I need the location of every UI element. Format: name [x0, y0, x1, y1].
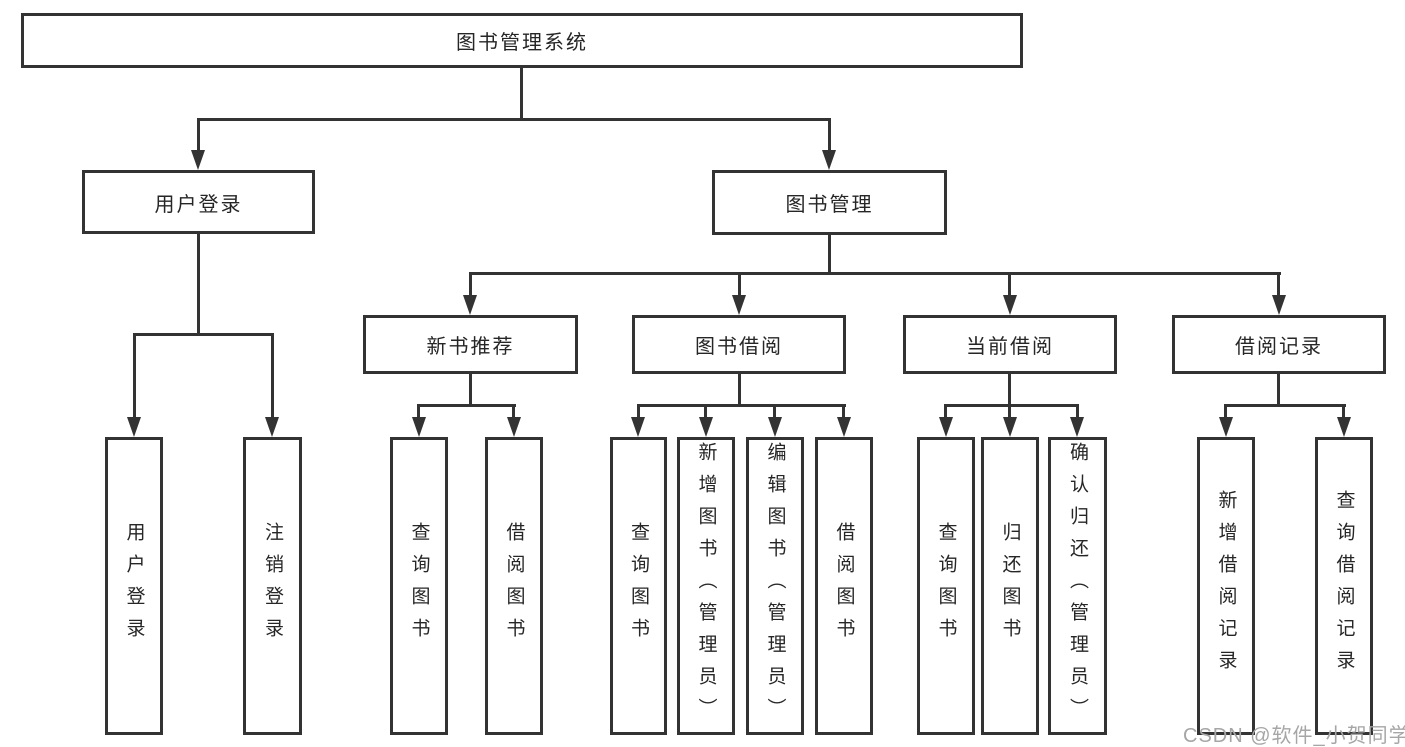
connector-line — [944, 406, 947, 419]
connector-line — [1076, 406, 1079, 419]
leaf-borrow-books: 借阅图书 — [815, 437, 873, 735]
leaf-query-books-recommend: 查询图书 — [390, 437, 448, 735]
arrow-down-icon — [939, 417, 953, 437]
csdn-watermark: CSDN @软件_小贺同学 — [1183, 725, 1405, 747]
arrow-down-icon — [768, 417, 782, 437]
node-new-book-recommendation: 新书推荐 — [363, 315, 578, 374]
connector-line — [1008, 406, 1011, 419]
connector-line — [417, 404, 516, 407]
arrow-down-icon — [191, 150, 205, 170]
arrow-down-icon — [631, 417, 645, 437]
arrow-down-icon — [822, 150, 836, 170]
arrow-down-icon — [127, 417, 141, 437]
arrow-down-icon — [265, 417, 279, 437]
connector-line — [1277, 274, 1280, 297]
leaf-query-books-current: 查询图书 — [917, 437, 975, 735]
arrow-down-icon — [1219, 417, 1233, 437]
arrow-down-icon — [412, 417, 426, 437]
leaf-borrow-books-recommend: 借阅图书 — [485, 437, 543, 735]
connector-line — [417, 406, 420, 419]
connector-line — [828, 120, 831, 152]
leaf-confirm-return-admin: 确认归还（管理员） — [1048, 437, 1107, 735]
arrow-down-icon — [1003, 417, 1017, 437]
connector-line — [1342, 406, 1345, 419]
arrow-down-icon — [1337, 417, 1351, 437]
arrow-down-icon — [837, 417, 851, 437]
connector-line — [1277, 374, 1280, 407]
arrow-down-icon — [1070, 417, 1084, 437]
connector-line — [738, 274, 741, 297]
connector-line — [637, 404, 846, 407]
connector-line — [704, 406, 707, 419]
connector-line — [842, 406, 845, 419]
leaf-logout: 注销登录 — [243, 437, 302, 735]
node-book-borrowing: 图书借阅 — [632, 315, 846, 374]
connector-line — [133, 333, 274, 336]
leaf-return-books: 归还图书 — [981, 437, 1039, 735]
connector-line — [1008, 374, 1011, 407]
arrow-down-icon — [463, 295, 477, 315]
connector-line — [1224, 406, 1227, 419]
node-current-borrowing: 当前借阅 — [903, 315, 1117, 374]
connector-line — [469, 274, 472, 297]
connector-line — [637, 406, 640, 419]
leaf-edit-book-admin: 编辑图书（管理员） — [746, 437, 804, 735]
connector-line — [773, 406, 776, 419]
node-book-management: 图书管理 — [712, 170, 947, 235]
leaf-query-borrow-record: 查询借阅记录 — [1315, 437, 1373, 735]
connector-line — [738, 374, 741, 407]
connector-line — [197, 118, 831, 121]
connector-line — [197, 234, 200, 336]
connector-line — [1008, 274, 1011, 297]
leaf-user-login: 用户登录 — [105, 437, 163, 735]
connector-line — [469, 374, 472, 407]
connector-line — [133, 335, 136, 419]
connector-line — [271, 335, 274, 419]
leaf-query-books-borrow: 查询图书 — [610, 437, 667, 735]
arrow-down-icon — [732, 295, 746, 315]
connector-line — [469, 272, 1281, 275]
leaf-add-borrow-record: 新增借阅记录 — [1197, 437, 1255, 735]
arrow-down-icon — [507, 417, 521, 437]
arrow-down-icon — [699, 417, 713, 437]
connector-line — [944, 404, 1079, 407]
connector-line — [520, 68, 523, 120]
connector-line — [1224, 404, 1346, 407]
connector-line — [512, 406, 515, 419]
node-library-system: 图书管理系统 — [21, 13, 1023, 68]
arrow-down-icon — [1272, 295, 1286, 315]
node-user-login: 用户登录 — [82, 170, 315, 234]
arrow-down-icon — [1003, 295, 1017, 315]
leaf-add-book-admin: 新增图书（管理员） — [677, 437, 735, 735]
connector-line — [828, 235, 831, 275]
node-borrowing-records: 借阅记录 — [1172, 315, 1386, 374]
connector-line — [197, 120, 200, 152]
